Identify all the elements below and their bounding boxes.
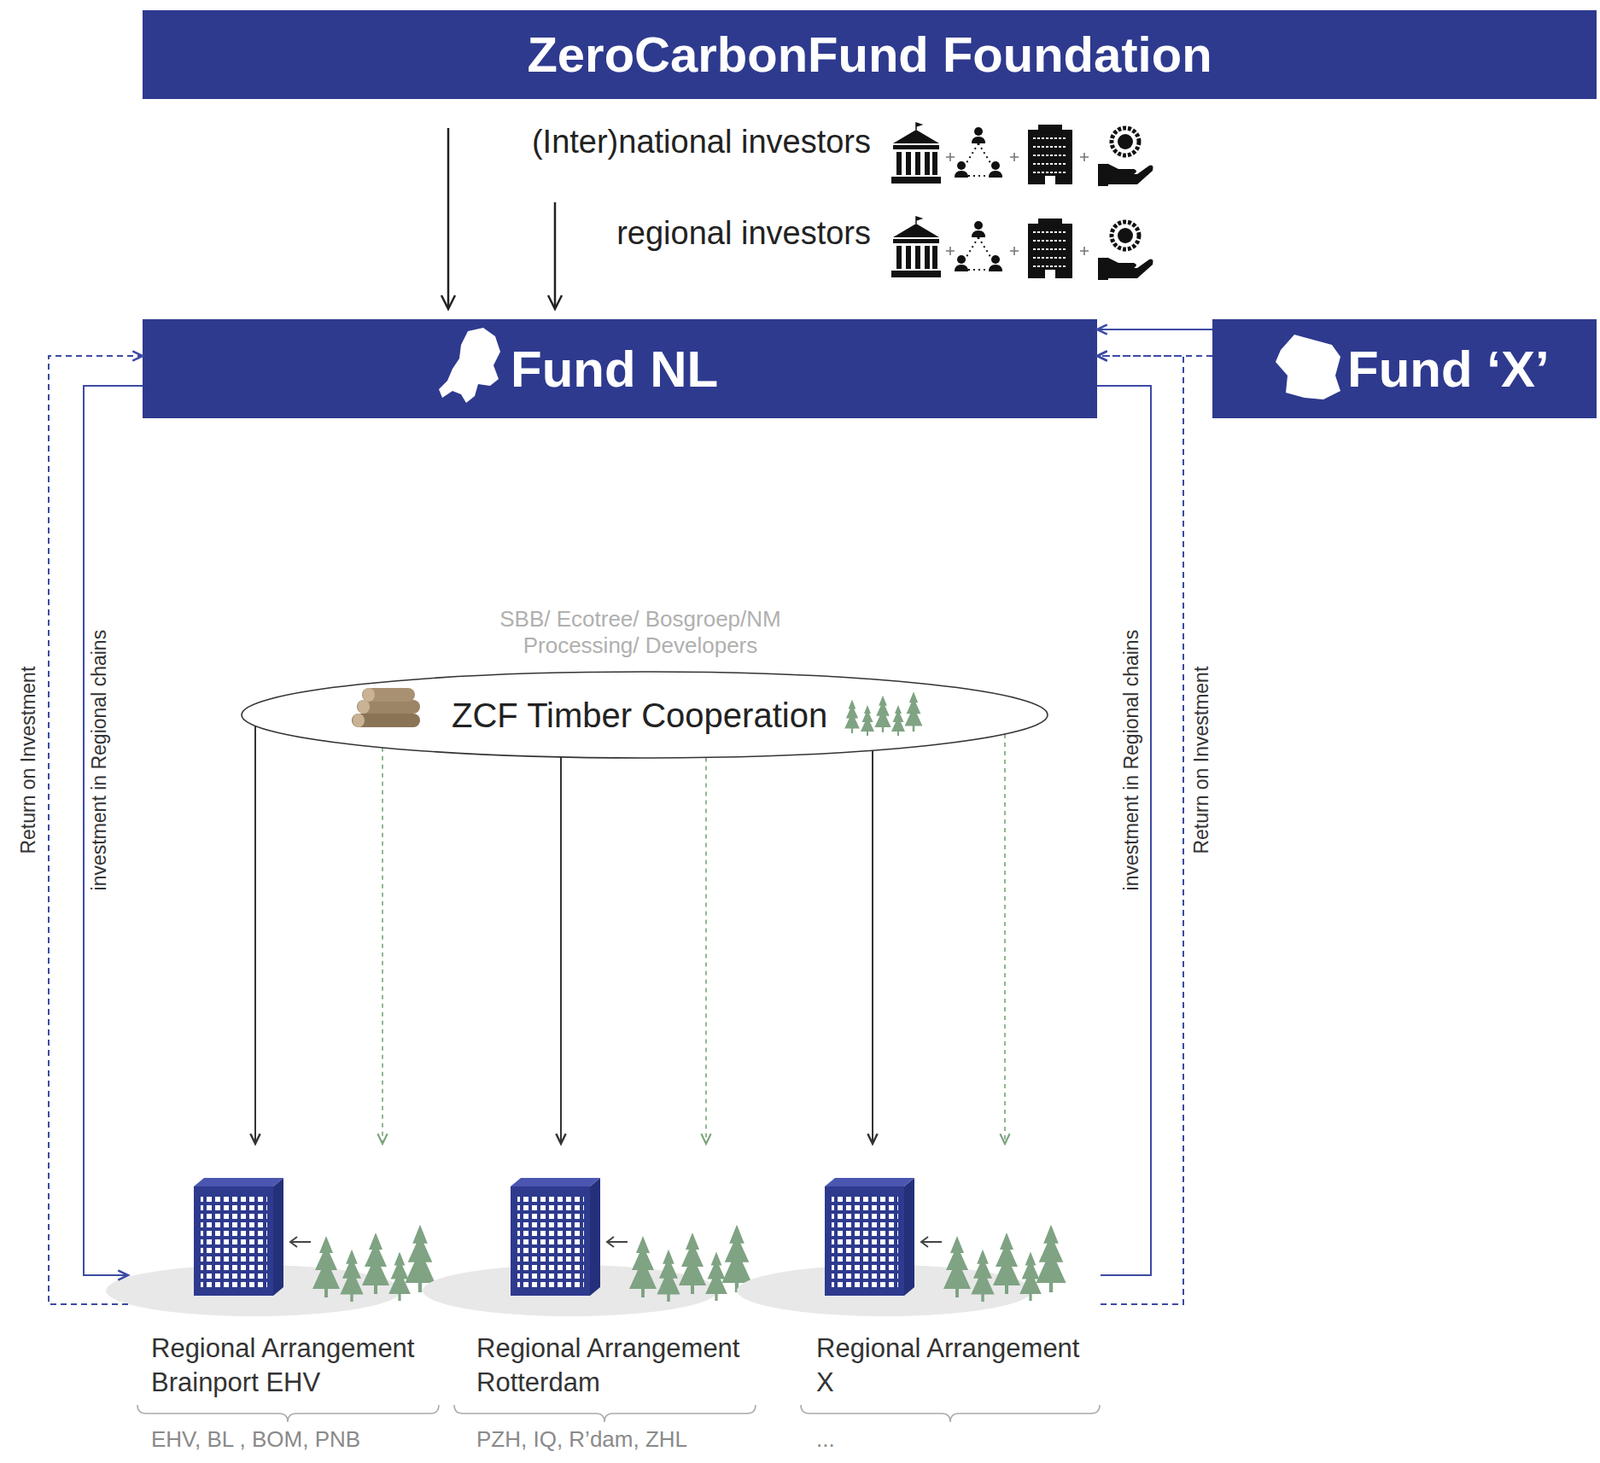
region-illustration [105, 1178, 436, 1317]
foundation-band: ZeroCarbonFund Foundation [142, 10, 1597, 100]
arrowhead [132, 350, 143, 361]
edge-label: investment in Regional chains [88, 629, 111, 891]
cooperation-ellipse: ZCF Timber Cooperation [239, 670, 1050, 760]
text-box: ZeroCarbonFund Foundation [142, 26, 1597, 84]
arrowhead [117, 1270, 129, 1280]
arrowhead [867, 1133, 877, 1145]
arrowhead [555, 1133, 566, 1145]
investor-icons [891, 122, 1154, 187]
connector [700, 757, 711, 1145]
region-illustration [736, 1178, 1067, 1317]
node-subtitle: EHV, BL , BOM, PNB [151, 1427, 442, 1454]
text-box: Fund ‘X’ [1347, 339, 1591, 399]
text-box: EHV, BL , BOM, PNB [151, 1427, 442, 1454]
connector-line [1097, 356, 1184, 1305]
text-box: ZCF Timber Cooperation [451, 695, 853, 736]
text-box: Regional Arrangement Brainport EHV [151, 1331, 442, 1400]
node-subtitle: PZH, IQ, R’dam, ZHL [476, 1427, 759, 1454]
connector-line [1097, 385, 1151, 1276]
edge-label: investment in Regional chains [1121, 629, 1143, 891]
country-map [1275, 334, 1341, 400]
regional-arrangement: Regional Arrangement X... [759, 1144, 1101, 1462]
node-title: Regional Arrangement X [816, 1331, 1098, 1400]
connector [999, 734, 1010, 1145]
edge-label: Return on Investment [1191, 665, 1213, 854]
regional-arrangement: Regional Arrangement RotterdamPZH, IQ, R… [444, 1144, 761, 1462]
band [142, 319, 1098, 419]
arrowhead [250, 1133, 260, 1145]
arrowhead [700, 1133, 711, 1145]
connector [867, 750, 877, 1145]
node-title: ZeroCarbonFund Foundation [142, 26, 1597, 84]
connector-line [48, 356, 143, 1305]
arrowhead [1097, 324, 1108, 334]
arrowhead [999, 1133, 1010, 1145]
node-subtitle: ... [816, 1427, 1098, 1454]
connector [1097, 385, 1151, 1276]
connector-line [871, 750, 874, 1145]
connector-line [1097, 328, 1213, 331]
text-box: ... [816, 1427, 1098, 1454]
text-box: Regional Arrangement Rotterdam [476, 1331, 759, 1400]
connector [48, 350, 143, 1305]
connector [377, 747, 387, 1145]
node-title: Regional Arrangement Brainport EHV [151, 1331, 442, 1400]
band [142, 10, 1597, 100]
tree-icon [844, 691, 923, 736]
connector-line [1004, 734, 1006, 1145]
connector-line [83, 385, 143, 1276]
connector [83, 385, 143, 1281]
connector-line [254, 726, 257, 1145]
connector-line [560, 757, 562, 1145]
investor-icons [891, 216, 1154, 281]
text-box: Fund NL [510, 339, 1023, 399]
fund-band: Fund NL [142, 319, 1098, 419]
connector-line [381, 747, 384, 1145]
connector [1097, 324, 1213, 334]
connector [1097, 350, 1184, 1305]
regional-arrangement: Regional Arrangement Brainport EHV EHV, B… [128, 1144, 444, 1462]
connector [555, 757, 566, 1145]
node-title: Fund ‘X’ [1347, 339, 1591, 399]
fund-band: Fund ‘X’ [1212, 319, 1597, 419]
node-title: ZCF Timber Cooperation [451, 695, 853, 736]
region-illustration [422, 1178, 753, 1317]
investor-label: (Inter)national investors [531, 123, 871, 162]
brace [137, 1405, 1100, 1423]
text-box: Regional Arrangement X [816, 1331, 1098, 1400]
netherlands-map [438, 327, 501, 403]
node-title: Regional Arrangement Rotterdam [476, 1331, 759, 1400]
arrowhead [1097, 350, 1108, 361]
connector-line [705, 757, 707, 1145]
connector [250, 726, 260, 1145]
edge-label: Return on Investment [17, 665, 40, 854]
investor-label: regional investors [616, 215, 871, 253]
arrowhead [377, 1133, 387, 1145]
node-title: Fund NL [510, 339, 1023, 399]
partner-label: SBB/ Ecotree/ Bosgroep/NM Processing/ De… [452, 606, 829, 660]
text-box: PZH, IQ, R’dam, ZHL [476, 1427, 759, 1454]
band [1212, 319, 1597, 419]
log-icon [351, 688, 421, 728]
